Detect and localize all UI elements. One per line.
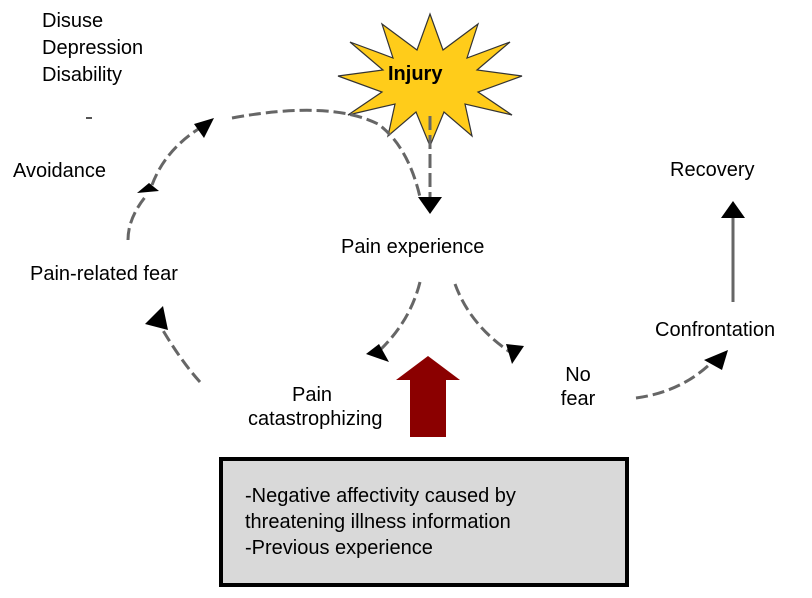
node-no-fear: No fear bbox=[548, 363, 608, 411]
arrow-catastrophizing-to-fear bbox=[156, 321, 202, 384]
arrow-pain-to-no-fear bbox=[453, 283, 511, 354]
arrow-avoidance-to-consequences bbox=[150, 126, 201, 186]
factor-line-2: threatening illness information bbox=[245, 511, 511, 533]
arrowhead-pain-related-fear bbox=[145, 306, 168, 330]
no-fear-line-2: fear bbox=[560, 388, 596, 410]
arrowhead-recovery bbox=[721, 201, 745, 218]
arrowhead-consequences bbox=[194, 118, 214, 138]
node-recovery: Recovery bbox=[670, 159, 755, 181]
node-pain-related-fear: Pain-related fear bbox=[30, 263, 178, 285]
node-pain-experience: Pain experience bbox=[341, 236, 485, 258]
node-pain-catastrophizing: Pain catastrophizing bbox=[248, 383, 383, 431]
node-confrontation: Confrontation bbox=[655, 319, 776, 341]
arrow-consequences-to-pain bbox=[231, 108, 422, 198]
influence-big-arrow bbox=[396, 356, 460, 437]
pain-catastrophizing-line-1: Pain bbox=[291, 384, 333, 406]
contributing-factors-box: -Negative affectivity caused by threaten… bbox=[219, 457, 629, 587]
arrowhead-no-fear bbox=[506, 344, 524, 364]
consequence-disability: Disability bbox=[42, 64, 123, 86]
factor-line-3: -Previous experience bbox=[245, 537, 433, 559]
arrowhead-confrontation bbox=[704, 350, 728, 370]
arrowhead-avoidance bbox=[137, 183, 159, 193]
arrow-pain-to-catastrophizing bbox=[376, 281, 422, 354]
no-fear-line-1: No bbox=[565, 364, 591, 386]
consequence-disuse: Disuse bbox=[42, 10, 104, 32]
injury-label: Injury bbox=[388, 63, 443, 85]
arrow-fear-to-avoidance bbox=[126, 195, 148, 241]
consequence-depression: Depression bbox=[42, 37, 144, 59]
arrowhead-catastrophizing bbox=[366, 344, 389, 362]
factor-line-1: -Negative affectivity caused by bbox=[245, 485, 516, 507]
arrowhead-pain-experience bbox=[418, 197, 442, 214]
arrow-no-fear-to-confrontation bbox=[635, 362, 712, 400]
node-avoidance: Avoidance bbox=[13, 160, 107, 182]
pain-catastrophizing-line-2: catastrophizing bbox=[248, 408, 383, 430]
consequences-list: Disuse Depression Disability bbox=[42, 8, 143, 89]
